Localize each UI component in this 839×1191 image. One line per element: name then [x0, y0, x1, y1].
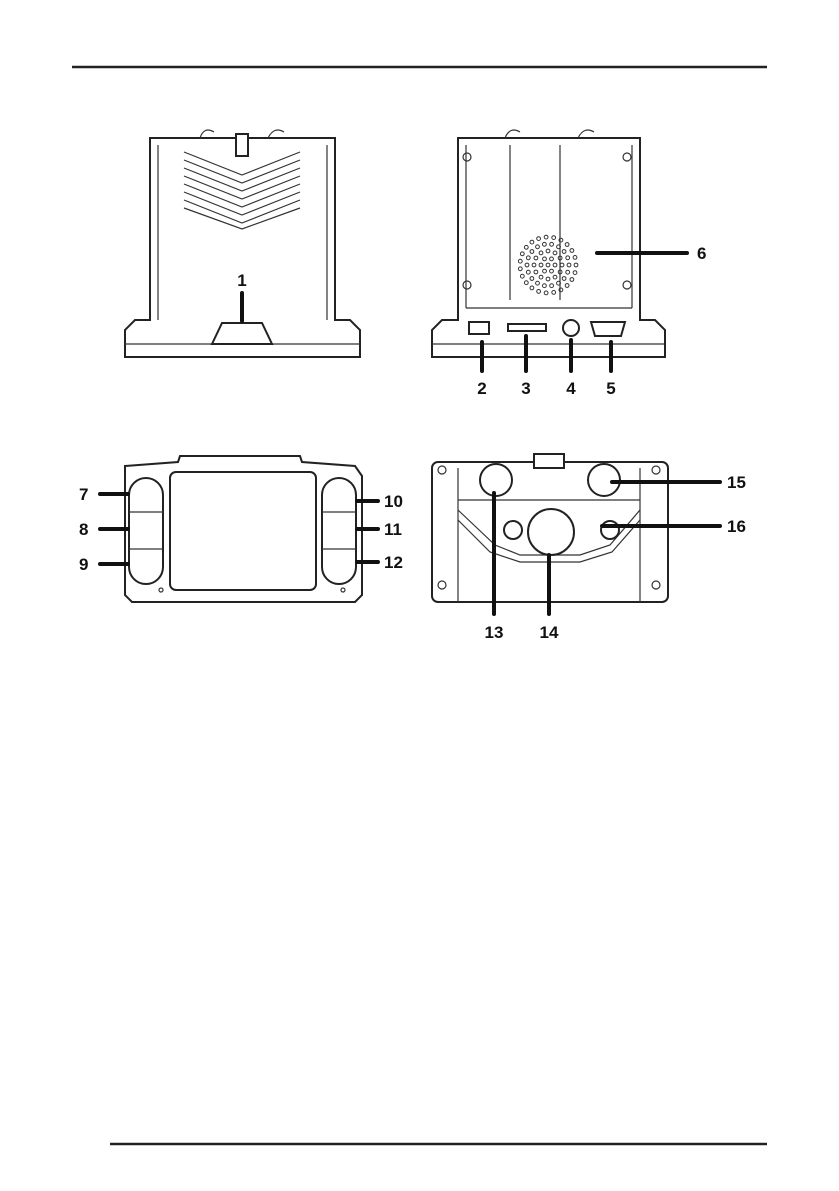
callout-16: 16 [727, 517, 746, 536]
callout-5: 5 [606, 379, 615, 398]
callout-11: 11 [384, 520, 402, 539]
callout-2: 2 [477, 379, 486, 398]
center-lens [528, 509, 574, 555]
top-clip [534, 454, 564, 468]
lens-ring [480, 464, 512, 496]
callout-13: 13 [485, 623, 504, 642]
hdmi-port [591, 322, 625, 336]
mini-usb-port [469, 322, 489, 334]
back-view [432, 130, 665, 357]
callout-7: 7 [79, 485, 88, 504]
lcd-screen [170, 472, 316, 590]
callout-15: 15 [727, 473, 746, 492]
callout-12: 12 [384, 553, 403, 572]
callout-3: 3 [521, 379, 530, 398]
av-jack [563, 320, 579, 336]
callout-14: 14 [540, 623, 559, 642]
mount-slot [212, 323, 272, 344]
top-clip [236, 134, 248, 156]
right-button-group [322, 478, 356, 584]
left-button-group [129, 478, 163, 584]
callout-4: 4 [566, 379, 576, 398]
callout-9: 9 [79, 555, 88, 574]
callout-10: 10 [384, 492, 403, 511]
front-view [125, 130, 360, 357]
callout-8: 8 [79, 520, 88, 539]
screen-view [125, 456, 362, 602]
sd-card-slot [508, 324, 546, 331]
callout-6: 6 [697, 244, 706, 263]
callout-1: 1 [237, 271, 246, 290]
